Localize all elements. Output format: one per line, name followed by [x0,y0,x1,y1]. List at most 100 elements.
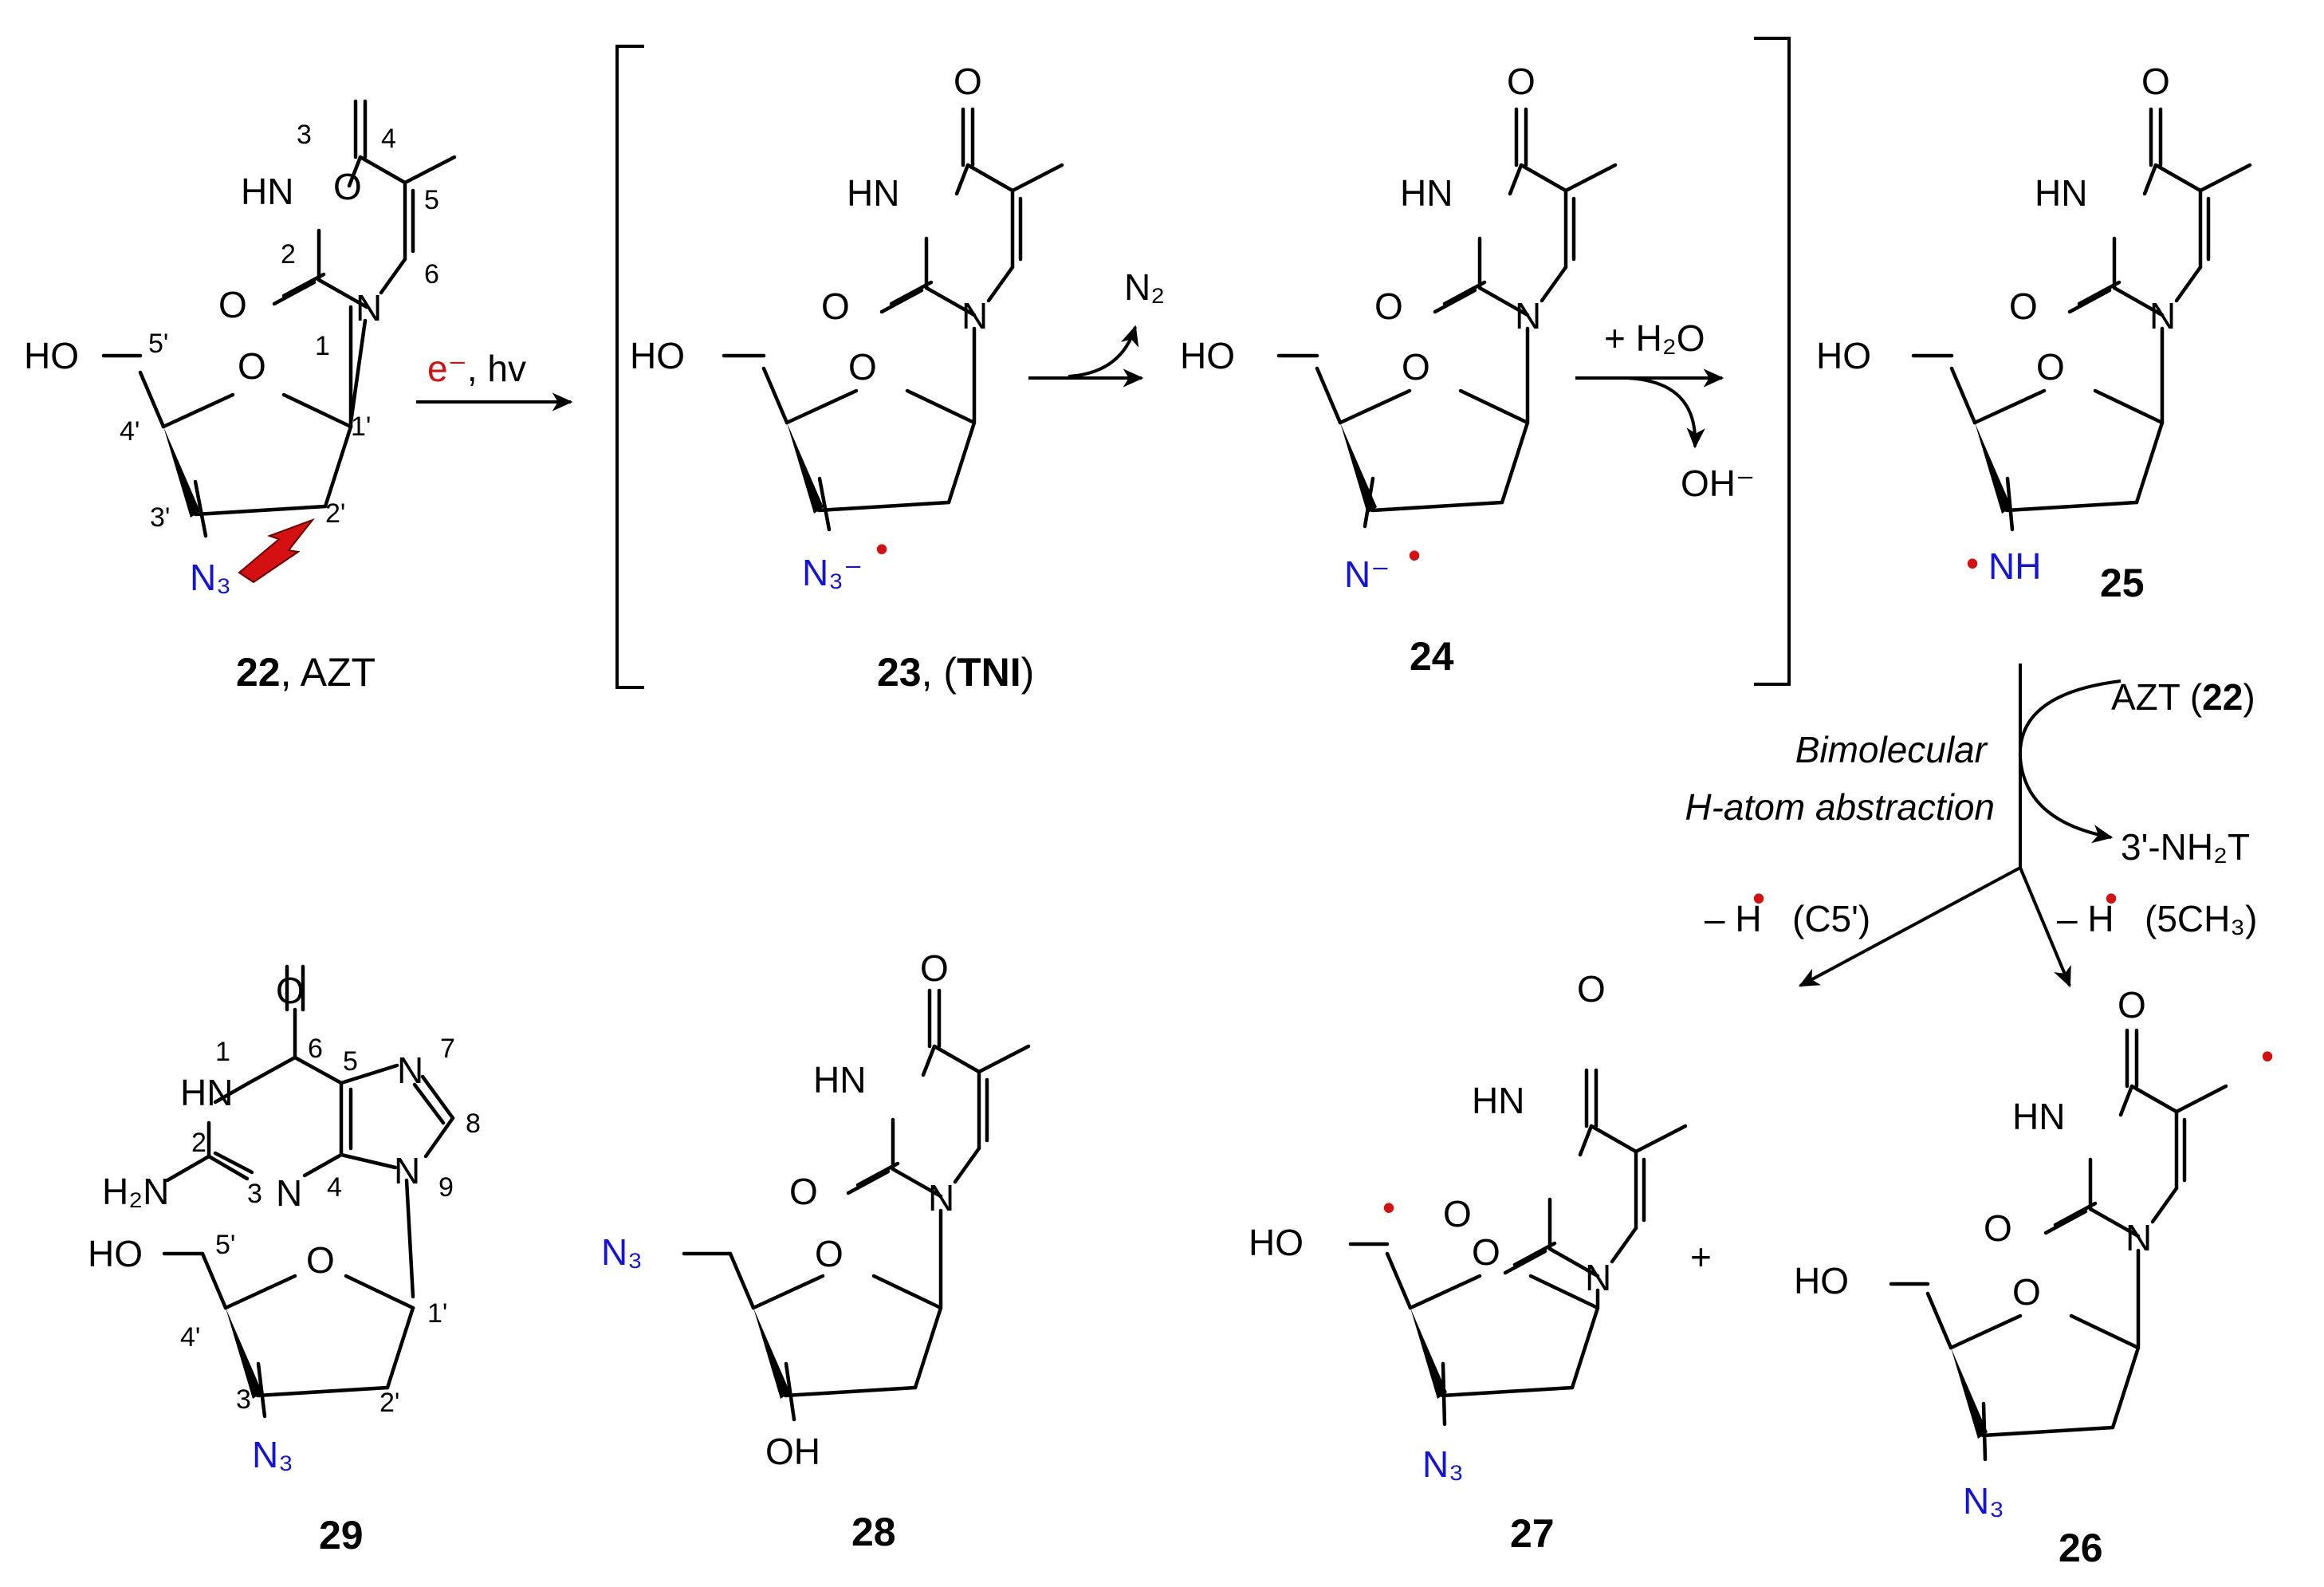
atom-HN: HN [847,172,899,214]
locant: 2' [325,498,345,529]
arrow-step-4: AZT (22) 3'-NH₂T Bimolecular H-atom abst… [1685,664,2257,988]
atom-O: O [238,345,266,387]
atom-O: O [1472,1231,1500,1273]
radical-dot: • [2261,1035,2274,1077]
atom-N: N [928,1177,954,1219]
compound-number: 22, AZT [236,650,376,695]
compound-25: O HN O N HO O • NH 25 [1816,61,2250,605]
locant: 8 [466,1109,481,1139]
atom-O: O [2118,984,2146,1026]
radical-dot: • [1752,877,1765,919]
atom-O: O [2036,346,2065,388]
label-bimolecular: Bimolecular [1795,729,1988,770]
locant: 1' [351,412,371,442]
locant: 3 [297,120,312,150]
radical-dot: • [1408,534,1421,576]
lightning-bolt-icon [238,518,315,584]
atom-N: N [2125,1217,2152,1258]
compound-number-25: 25 [2100,561,2145,605]
atom-N-anion: N⁻ [1344,553,1390,595]
atom-O: O [789,1171,818,1212]
compound-number-27: 27 [1510,1511,1555,1556]
compound-27: O HN O N HO • O N₃ 27 [1249,968,1685,1556]
atom-NH: NH [1988,545,2041,587]
atom-O: O [333,166,362,207]
branch-right-h: – H [2057,898,2114,939]
locant: 5 [343,1046,358,1077]
locant: 5' [215,1230,235,1260]
atom-O: O [1374,286,1403,327]
condition-hv: , hv [467,348,526,389]
svg-text:23, (TNI): 23, (TNI) [877,650,1034,695]
compound-24: O HN O N HO O N⁻ • 24 [1180,61,1615,679]
atom-HO: HO [1794,1260,1849,1301]
atom-N3: N₃ [601,1231,643,1273]
radical-dot: • [875,528,888,569]
locant: 1' [427,1298,447,1329]
atom-HO: HO [1180,335,1235,376]
locant: 2' [379,1388,399,1418]
atom-O: O [821,286,850,327]
locant: 6 [424,259,439,289]
branch-left-site: (C5') [1792,898,1870,939]
plus-sign: + [1690,1236,1712,1278]
svg-text:e⁻, hv: e⁻, hv [427,348,526,389]
atom-N: N [394,1150,420,1191]
compound-name-tni: TNI [957,650,1021,695]
compound-23-tni: O HN O N HO O N₃⁻ • 23, (TNI) [630,61,1062,695]
condition-electron: e⁻ [427,348,467,389]
atom-HO: HO [88,1233,143,1274]
locant: 4 [327,1172,342,1203]
locant: 4' [120,416,140,447]
reagent-h2o: + H₂O [1604,317,1705,359]
atom-O: O [1402,346,1430,388]
locant: 2 [281,239,296,270]
locant: 4' [180,1322,200,1353]
atom-O: O [1984,1207,2012,1249]
atom-O: O [920,947,949,989]
arrow-step-1: e⁻, hv [416,348,573,412]
locant: 7 [440,1034,455,1064]
label-h-atom-abstraction: H-atom abstraction [1685,786,1995,828]
atom-O: O [1507,61,1536,102]
locant: 5 [424,185,439,215]
reagent-suffix: ) [2243,676,2255,718]
compound-26: O • HN O N HO O N₃ 26 [1794,984,2274,1570]
atom-HO: HO [1816,335,1871,376]
compound-29: O HN N H₂N N N HO O N₃ 1 2 3 4 5 6 7 8 9… [88,964,481,1557]
atom-N3: N₃ [252,1434,293,1475]
compound-number-22: 22 [236,650,281,695]
atom-O: O [1577,968,1606,1010]
compound-name-azt: , AZT [281,650,376,695]
atom-N: N [1585,1257,1611,1298]
atom-HO: HO [630,335,685,376]
radical-dot: • [2105,877,2118,919]
compound-number-26: 26 [2059,1526,2103,1570]
locant: 1 [215,1037,230,1067]
compound-22-azt: O HN O N HO O N₃ 3 4 5 6 2 1 5' 4' 1' 3'… [24,101,454,695]
reagent-compound-22: 22 [2202,676,2243,718]
atom-O: O [815,1233,843,1274]
branch-right-site: (5CH₃) [2145,898,2257,939]
atom-HN: HN [241,171,293,212]
atom-N3-anion: N₃⁻ [802,552,863,593]
arrow-step-2: N₂ [1028,266,1165,388]
svg-text:AZT (22): AZT (22) [2111,676,2255,718]
atom-N3: N₃ [190,557,231,598]
locant: 2 [191,1128,206,1158]
atom-HN: HN [1400,172,1453,214]
compound-number-28: 28 [851,1510,896,1554]
atom-O: O [306,1239,335,1281]
atom-HO: HO [24,335,79,376]
radical-dot: • [1382,1187,1395,1228]
locant: 9 [438,1172,454,1203]
arrow-step-3: + H₂O OH⁻ [1575,317,1755,504]
product-hydroxide: OH⁻ [1681,463,1755,504]
atom-N: N [2149,295,2176,337]
atom-O: O [2012,1271,2041,1313]
branch-left-h: – H [1705,898,1762,939]
atom-O: O [954,61,982,102]
atom-HN: HN [180,1072,233,1113]
compound-suffix: ) [1021,650,1035,695]
atom-H2N: H₂N [102,1171,169,1212]
